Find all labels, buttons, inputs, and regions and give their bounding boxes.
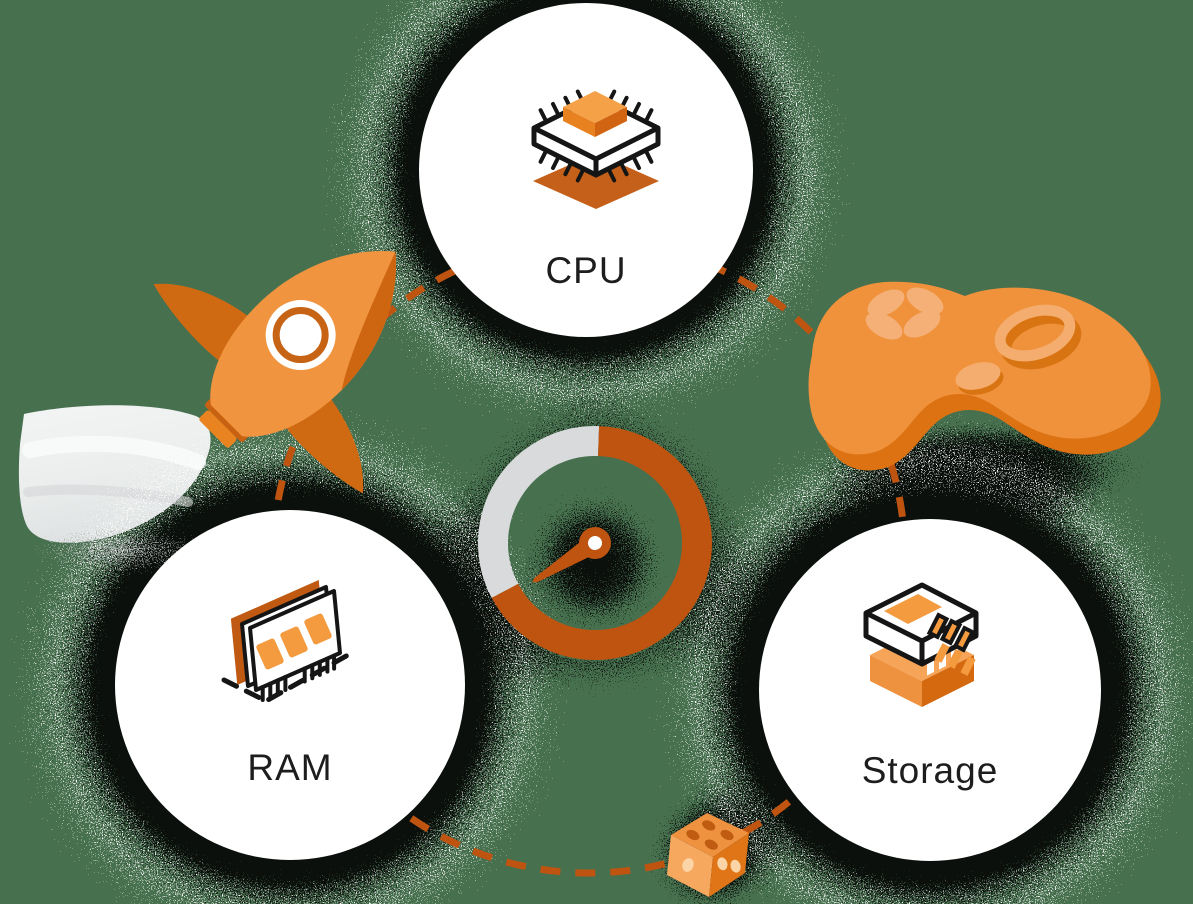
dice-top-pips — [686, 820, 734, 850]
dice-right-pips — [717, 857, 741, 873]
gauge-fill-arc — [491, 426, 712, 660]
node-storage: Storage — [759, 519, 1101, 861]
speedometer-gauge — [478, 426, 712, 660]
gauge-needle — [532, 527, 611, 583]
game-controller-icon — [808, 281, 1161, 471]
storage-pins — [926, 612, 976, 676]
ram-label: RAM — [247, 747, 332, 788]
dice-left-pip — [682, 858, 694, 872]
cpu-label: CPU — [545, 250, 626, 291]
ram-ground-dashes — [221, 652, 351, 704]
storage-label: Storage — [862, 750, 999, 791]
ram-module-icon — [221, 580, 351, 704]
rocket-icon — [153, 251, 396, 494]
cpu-chip-icon — [531, 89, 661, 209]
node-cpu: CPU — [419, 3, 753, 337]
storage-chip-icon — [863, 582, 979, 707]
node-ram: RAM — [115, 510, 465, 860]
dice-icon — [667, 813, 749, 897]
controller-ring-button — [994, 304, 1076, 362]
controller-dpad — [865, 287, 944, 340]
gauge-track — [478, 426, 600, 598]
controller-oval-button — [955, 362, 1001, 390]
